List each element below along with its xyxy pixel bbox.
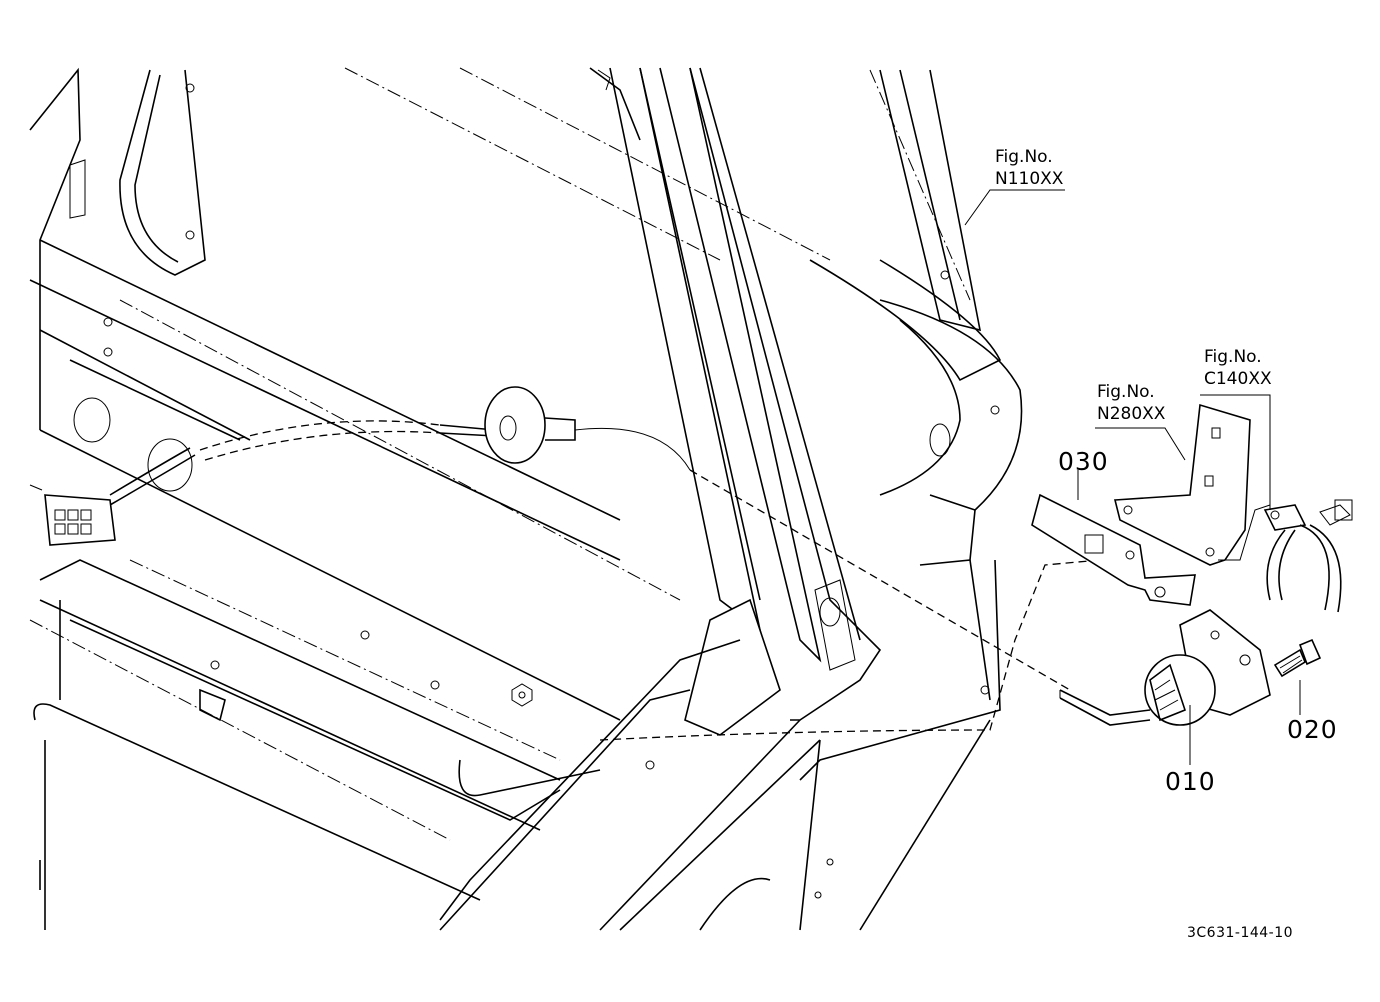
rear-pillar	[799, 69, 1023, 781]
callout-020: 020	[1287, 715, 1338, 744]
leader-lines	[964, 189, 1301, 765]
cab-roof-members	[29, 67, 971, 841]
bracket-030	[1031, 493, 1196, 606]
fig-ref-c140-line2: C140XX	[1204, 369, 1272, 389]
fig-ref-n280-line2: N280XX	[1097, 404, 1166, 424]
clamp-c140	[1263, 499, 1353, 613]
cab-floor	[33, 559, 991, 931]
grommet	[484, 386, 576, 464]
cab-frame-left-panel	[29, 67, 621, 721]
fig-ref-n280-line1: Fig.No.	[1097, 382, 1155, 402]
front-pillar	[609, 67, 882, 736]
bracket-n280	[1113, 403, 1271, 566]
document-id: 3C631-144-10	[1187, 925, 1293, 941]
callout-030: 030	[1058, 447, 1109, 476]
wiring-harness	[109, 420, 1101, 741]
harness-connector	[29, 484, 116, 546]
callout-010: 010	[1165, 767, 1216, 796]
fig-ref-c140-line1: Fig.No.	[1204, 347, 1262, 367]
fig-ref-n110-line1: Fig.No.	[995, 147, 1053, 167]
screw-020	[1273, 638, 1322, 678]
fig-ref-n110-line2: N110XX	[995, 169, 1064, 189]
socket-010	[1059, 609, 1271, 726]
